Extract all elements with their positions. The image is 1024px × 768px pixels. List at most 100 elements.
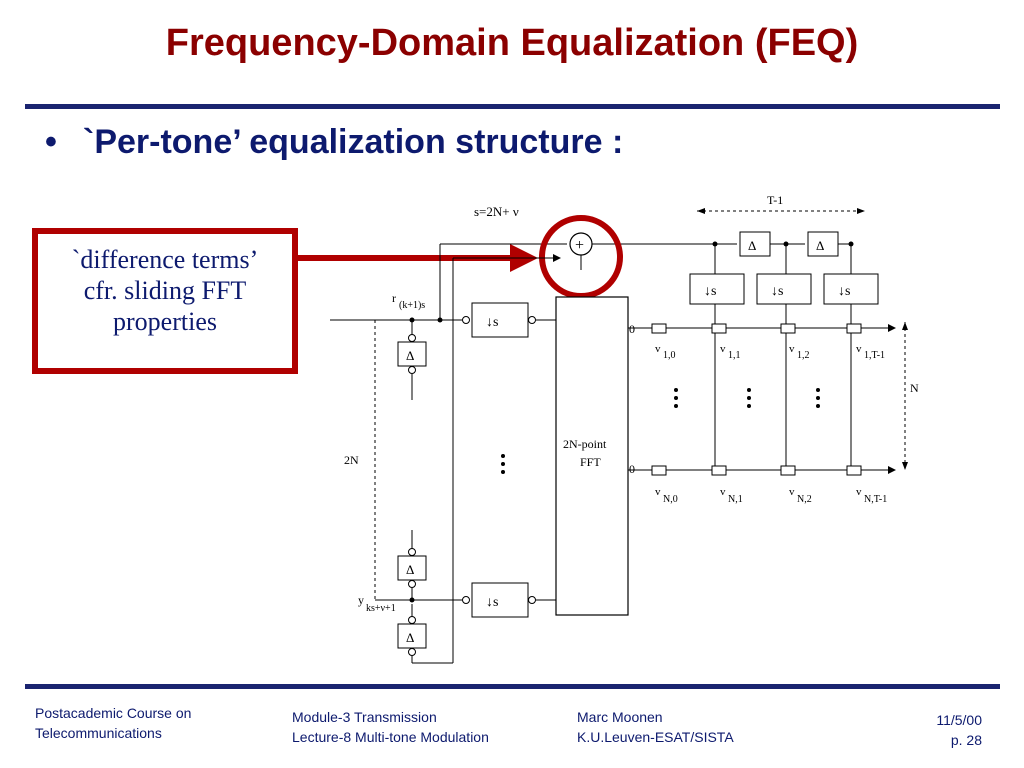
bank-downsampler-2 bbox=[756, 273, 812, 305]
footer-course-line-1: Postacademic Course on bbox=[35, 705, 192, 721]
title-divider bbox=[25, 104, 1000, 109]
port-circle bbox=[528, 596, 536, 604]
vn0-label: v bbox=[655, 486, 661, 498]
delay-block bbox=[397, 623, 427, 649]
ellipsis-dot bbox=[501, 454, 505, 458]
junction-dot bbox=[409, 597, 415, 603]
tap-1-0 bbox=[651, 323, 667, 334]
ellipsis-dot bbox=[747, 396, 751, 400]
footer-module: Module-3 Transmission Lecture-8 Multi-to… bbox=[292, 707, 489, 747]
span-n-arrow-up-icon bbox=[902, 322, 908, 330]
ellipsis-dot bbox=[674, 404, 678, 408]
ellipsis-dot bbox=[816, 396, 820, 400]
bank-downsampler-1-label: ↓s bbox=[704, 284, 716, 299]
callout-line-1: `difference terms’ bbox=[71, 245, 259, 274]
bank-delay-1-label: Δ bbox=[748, 238, 756, 253]
bank-delay-2 bbox=[807, 231, 839, 257]
span-t-arrow-right-icon bbox=[857, 208, 865, 214]
bullet-item: •`Per-tone’ equalization structure : bbox=[45, 123, 623, 162]
fft-block bbox=[555, 296, 629, 616]
tap-n-t bbox=[846, 465, 862, 476]
downsampler-bottom bbox=[471, 582, 529, 618]
tap-1-1 bbox=[711, 323, 727, 334]
port-circle bbox=[408, 366, 416, 374]
port-circle bbox=[462, 316, 470, 324]
footer-course-line-2: Telecommunications bbox=[35, 725, 162, 741]
v10-sub: 1,0 bbox=[663, 350, 676, 361]
v12-label: v bbox=[789, 343, 795, 355]
bank-delay-2-label: Δ bbox=[816, 238, 824, 253]
bank-downsampler-2-label: ↓s bbox=[771, 284, 783, 299]
slide-title: Frequency-Domain Equalization (FEQ) bbox=[165, 22, 859, 64]
downsampler-bottom-label: ↓s bbox=[486, 595, 498, 610]
vn2-sub: N,2 bbox=[797, 494, 812, 505]
v1t-label: v bbox=[856, 343, 862, 355]
span-2n-label: 2N bbox=[344, 453, 359, 467]
footer-page-number: p. 28 bbox=[950, 732, 982, 748]
delay-block bbox=[397, 341, 427, 367]
port-circle bbox=[408, 648, 416, 656]
ellipsis-dot bbox=[816, 404, 820, 408]
footer-author: Marc Moonen K.U.Leuven-ESAT/SISTA bbox=[577, 707, 734, 747]
tap-n-0 bbox=[651, 465, 667, 476]
ellipsis-dot bbox=[501, 462, 505, 466]
vn1-label: v bbox=[720, 486, 726, 498]
footer-course: Postacademic Course on Telecommunication… bbox=[35, 703, 191, 743]
port-circle bbox=[528, 316, 536, 324]
bank-delay-1 bbox=[739, 231, 771, 257]
v11-sub: 1,1 bbox=[728, 350, 741, 361]
s-label: s=2N+ ν bbox=[474, 204, 519, 219]
ellipsis-dot bbox=[674, 388, 678, 392]
footer-module-line-1: Module-3 Transmission bbox=[292, 709, 437, 725]
y-label: y bbox=[358, 593, 364, 607]
row1-zero: 0 bbox=[629, 322, 635, 336]
tap-n-2 bbox=[780, 465, 796, 476]
tap-1-2 bbox=[780, 323, 796, 334]
vn2-label: v bbox=[789, 486, 795, 498]
fft-label-2: FFT bbox=[580, 455, 601, 469]
ellipsis-dot bbox=[674, 396, 678, 400]
span-n-label: N bbox=[910, 381, 919, 395]
ellipsis-dot bbox=[816, 388, 820, 392]
r-label: r bbox=[392, 291, 396, 305]
highlight-circle bbox=[539, 215, 623, 299]
downsampler-top bbox=[471, 302, 529, 338]
bank-downsampler-3-label: ↓s bbox=[838, 284, 850, 299]
footer-divider bbox=[25, 684, 1000, 689]
vn0-sub: N,0 bbox=[663, 494, 678, 505]
port-circle bbox=[408, 616, 416, 624]
v10-label: v bbox=[655, 343, 661, 355]
footer-module-line-2: Lecture-8 Multi-tone Modulation bbox=[292, 729, 489, 745]
span-t-label: T-1 bbox=[767, 193, 783, 207]
span-n-arrow-down-icon bbox=[902, 462, 908, 470]
tap-n-1 bbox=[711, 465, 727, 476]
footer-author-line-1: Marc Moonen bbox=[577, 709, 663, 725]
footer-date-page: 11/5/00 p. 28 bbox=[900, 710, 982, 750]
callout-line-3: properties bbox=[113, 307, 217, 336]
tap-1-t bbox=[846, 323, 862, 334]
bullet-text: `Per-tone’ equalization structure : bbox=[83, 123, 624, 161]
port-circle bbox=[408, 334, 416, 342]
fft-label-1: 2N-point bbox=[563, 437, 607, 451]
r-subscript: (k+1)s bbox=[399, 300, 425, 311]
v11-label: v bbox=[720, 343, 726, 355]
port-circle bbox=[408, 580, 416, 588]
footer-date: 11/5/00 bbox=[936, 712, 982, 728]
delay-label: Δ bbox=[406, 630, 414, 645]
vnt-label: v bbox=[856, 486, 862, 498]
ellipsis-dot bbox=[747, 404, 751, 408]
port-circle bbox=[408, 548, 416, 556]
downsampler-top-label: ↓s bbox=[486, 315, 498, 330]
span-t-arrow-left-icon bbox=[697, 208, 705, 214]
y-subscript: ks+ν+1 bbox=[366, 603, 396, 614]
vn1-sub: N,1 bbox=[728, 494, 743, 505]
bank-downsampler-1 bbox=[689, 273, 745, 305]
v12-sub: 1,2 bbox=[797, 350, 810, 361]
plus-sign: + bbox=[575, 237, 584, 254]
v1t-sub: 1,T-1 bbox=[864, 350, 885, 361]
ellipsis-dot bbox=[747, 388, 751, 392]
junction-dot bbox=[437, 317, 443, 323]
port-circle bbox=[462, 596, 470, 604]
callout-box: `difference terms’ cfr. sliding FFT prop… bbox=[32, 228, 298, 374]
